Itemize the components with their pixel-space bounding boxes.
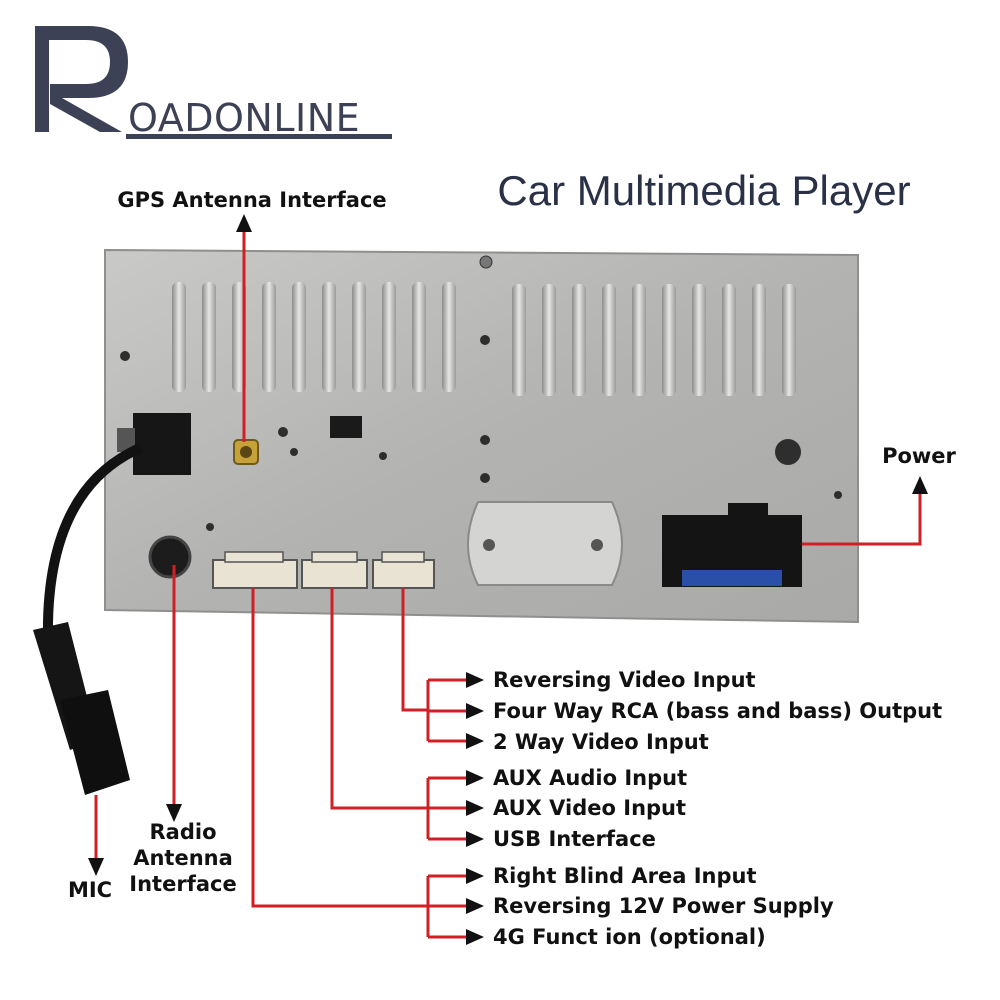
arrow-b2 (466, 800, 484, 816)
multi-pin-connectors (212, 551, 435, 589)
group-a-branches (428, 678, 470, 743)
radio-label-line-1: Radio (150, 820, 217, 844)
power-leader (802, 490, 922, 546)
power-connector (662, 503, 802, 587)
mounting-holes (120, 335, 842, 531)
leader-lines (94, 228, 922, 939)
logo-r-bowl (42, 26, 128, 132)
cable-clamp (117, 413, 191, 475)
logo-underline (126, 134, 392, 139)
function-label: Reversing Video Input (493, 668, 756, 692)
power-label: Power (882, 444, 956, 468)
page-title: Car Multimedia Player (497, 167, 910, 214)
brand-logo: OADONLINE (35, 26, 392, 140)
group-c-leader (251, 588, 428, 908)
radio-label-line-3: Interface (129, 872, 236, 896)
arrow-c3 (466, 929, 484, 945)
group-b-branches (428, 776, 470, 841)
screw-top (479, 255, 493, 269)
arrow-b3 (466, 831, 484, 847)
connector-group-a: Reversing Video Input Four Way RCA (bass… (493, 668, 942, 754)
function-label: 2 Way Video Input (493, 730, 709, 754)
group-a-leader (401, 588, 428, 712)
radio-label-line-2: Antenna (133, 846, 233, 870)
power-arrow (912, 476, 928, 494)
connector-group-b: AUX Audio Input AUX Video Input USB Inte… (493, 766, 687, 851)
logo-wordmark: OADONLINE (128, 96, 360, 140)
function-label: Four Way RCA (bass and bass) Output (493, 699, 942, 723)
right-vent-slots (512, 284, 796, 396)
gps-antenna-port (233, 439, 259, 465)
small-port (330, 416, 362, 438)
gps-antenna-label: GPS Antenna Interface (117, 188, 386, 212)
function-label: 4G Funct ion (optional) (493, 925, 766, 949)
function-label: USB Interface (493, 827, 656, 851)
radio-arrow (166, 804, 182, 822)
raised-bracket (467, 501, 623, 586)
group-c-branches (428, 874, 470, 939)
gps-arrow (236, 214, 252, 232)
function-label: Right Blind Area Input (493, 864, 757, 888)
mic-label: MIC (68, 878, 112, 902)
arrow-a2 (466, 703, 484, 719)
group-b-leader (330, 588, 428, 810)
arrow-a1 (466, 672, 484, 688)
function-label: Reversing 12V Power Supply (493, 894, 834, 918)
connector-group-c: Right Blind Area Input Reversing 12V Pow… (493, 864, 834, 949)
function-label: AUX Audio Input (493, 766, 687, 790)
mic-cable (33, 443, 143, 795)
mic-socket (148, 535, 192, 579)
head-unit-back-panel (104, 248, 859, 624)
logo-r-stem (35, 26, 49, 132)
arrow-a3 (466, 733, 484, 749)
arrow-b1 (466, 770, 484, 786)
arrowheads (88, 214, 928, 945)
function-label: AUX Video Input (493, 796, 686, 820)
arrow-c2 (466, 898, 484, 914)
mic-arrow (88, 858, 104, 876)
arrow-c1 (466, 868, 484, 884)
